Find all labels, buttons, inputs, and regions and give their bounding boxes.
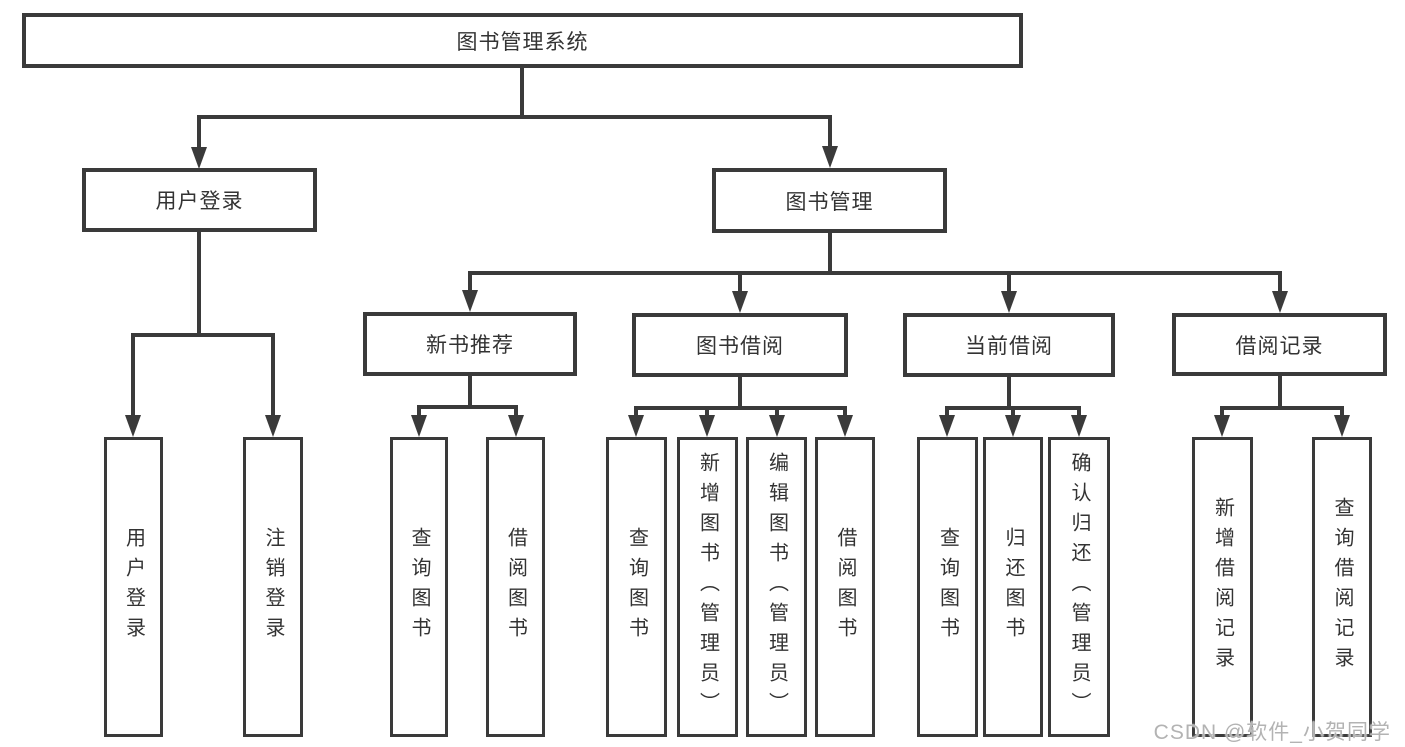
node-label: 查询图书 [408,527,430,647]
arrowhead-icon [699,415,715,437]
node-leaf-add-borrow-record: 新增借阅记录 [1192,437,1253,737]
arrowhead-icon [1214,415,1230,437]
connector-line [271,333,275,417]
connector-line [197,232,201,337]
connector-line [514,405,518,419]
node-leaf-query-books-recommend: 查询图书 [390,437,448,737]
node-leaf-user-login: 用户登录 [104,437,163,737]
arrowhead-icon [191,147,207,169]
arrowhead-icon [1272,291,1288,313]
watermark: CSDN @软件_小贺同学 [1153,721,1391,744]
node-borrowing-records: 借阅记录 [1172,313,1387,376]
node-label: 借阅记录 [1235,334,1324,358]
node-label: 新增借阅记录 [1211,497,1234,677]
connector-line [468,271,472,293]
node-label: 借阅图书 [504,527,527,647]
node-label: 新增图书（管理员） [696,452,719,722]
node-label: 借阅图书 [834,527,856,647]
connector-line [945,406,949,419]
connector-line [634,406,847,410]
connector-line [197,115,201,151]
connector-line [417,405,421,419]
connector-line [1220,406,1344,410]
node-label: 确认归还（管理员） [1068,452,1090,722]
node-leaf-logout: 注销登录 [243,437,303,737]
connector-line [520,68,524,119]
connector-line [1077,406,1081,419]
connector-line [1011,406,1015,419]
node-label: 图书借阅 [696,335,784,358]
connector-line [828,233,832,275]
connector-line [1007,271,1011,293]
node-label: 查询图书 [625,527,648,647]
node-label: 用户登录 [155,190,244,213]
node-label: 注销登录 [262,527,284,647]
connector-line [843,406,847,419]
node-leaf-return-books: 归还图书 [983,437,1043,737]
node-leaf-add-books-admin: 新增图书（管理员） [677,437,738,737]
arrowhead-icon [837,415,853,437]
node-user-login: 用户登录 [82,168,317,232]
connector-line [1007,377,1011,410]
connector-line [468,376,472,409]
arrowhead-icon [822,146,838,168]
node-leaf-confirm-return-admin: 确认归还（管理员） [1048,437,1110,737]
node-label: 当前借阅 [965,335,1053,358]
connector-line [634,406,638,419]
arrowhead-icon [1005,415,1021,437]
node-leaf-query-borrow-record: 查询借阅记录 [1312,437,1372,737]
connector-line [705,406,709,419]
node-book-management: 图书管理 [712,168,947,233]
node-label: 新书推荐 [426,334,514,357]
node-leaf-borrow-books-recommend: 借阅图书 [486,437,545,737]
arrowhead-icon [1001,291,1017,313]
arrowhead-icon [939,415,955,437]
node-leaf-edit-books-admin: 编辑图书（管理员） [746,437,807,737]
node-label: 图书管理系统 [456,30,589,54]
arrowhead-icon [732,291,748,313]
connector-line [468,271,1282,275]
node-library-management-system: 图书管理系统 [22,13,1023,68]
node-book-borrowing: 图书借阅 [632,313,848,377]
connector-line [828,115,832,150]
node-label: 归还图书 [1002,527,1024,647]
node-new-book-recommend: 新书推荐 [363,312,577,376]
connector-line [775,406,779,419]
connector-line [1220,406,1224,419]
arrowhead-icon [411,415,427,437]
connector-line [1278,271,1282,293]
arrowhead-icon [769,415,785,437]
connector-line [1340,406,1344,419]
arrowhead-icon [265,415,281,437]
connector-line [131,333,275,337]
node-leaf-query-books-borrowing: 查询图书 [606,437,667,737]
node-leaf-borrow-books: 借阅图书 [815,437,875,737]
node-leaf-query-books-current: 查询图书 [917,437,978,737]
arrowhead-icon [1334,415,1350,437]
arrowhead-icon [125,415,141,437]
node-label: 查询图书 [936,527,959,647]
connector-line [738,377,742,410]
node-current-borrowing: 当前借阅 [903,313,1115,377]
node-label: 用户登录 [122,527,145,647]
connector-line [738,271,742,293]
connector-line [131,333,135,417]
arrowhead-icon [1071,415,1087,437]
connector-line [417,405,518,409]
node-label: 图书管理 [785,190,874,214]
node-label: 编辑图书（管理员） [765,452,788,722]
arrowhead-icon [508,415,524,437]
connector-line [197,115,832,119]
connector-line [1278,376,1282,410]
arrowhead-icon [628,415,644,437]
node-label: 查询借阅记录 [1331,497,1353,677]
arrowhead-icon [462,290,478,312]
